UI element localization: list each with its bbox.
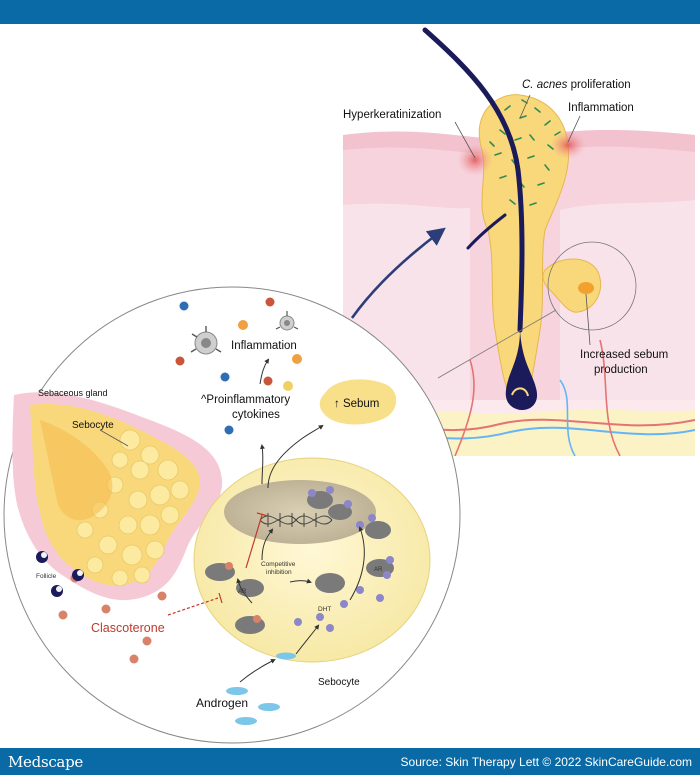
cytoplasmic-receptors — [205, 521, 394, 634]
cell-inflammation-label: Inflammation — [231, 340, 297, 352]
sebum-label: ↑ Sebum — [334, 398, 379, 410]
sebocyte-bottom-label: Sebocyte — [318, 677, 360, 688]
androgen-molecules — [226, 687, 280, 725]
effect-arrow — [350, 227, 446, 319]
gland-zoom-circle — [547, 241, 637, 331]
sebaceous-gland-label: Sebaceous gland — [38, 388, 108, 398]
ar1-label: AR — [238, 589, 247, 595]
c-acnes-label: C. acnes proliferation — [522, 79, 631, 91]
competitive-inhibition-label-1: Competitive — [261, 561, 296, 568]
sebum-blob — [319, 379, 397, 425]
c-acnes-bacteria — [489, 99, 561, 206]
sebaceous-gland — [12, 392, 223, 601]
acne-pathogenesis-diagram: C. acnes proliferation Inflammation Hype… — [3, 27, 695, 744]
nucleus — [224, 480, 376, 544]
follicle — [422, 27, 602, 411]
dht-molecules — [294, 514, 394, 632]
sebocyte-top-label: Sebocyte — [72, 420, 114, 431]
immune-cells — [190, 311, 299, 355]
increased-sebum-label-line1: Increased sebum — [580, 349, 668, 361]
androgen-label: Androgen — [196, 696, 248, 710]
clascoterone-inhibition — [167, 512, 269, 616]
medscape-logo: Medscape — [8, 752, 83, 771]
dna-helix-icon — [259, 513, 333, 527]
competitive-inhibition-label-2: inhibition — [266, 569, 292, 576]
increased-sebum-label-line2: production — [594, 364, 648, 376]
ar2-label: AR — [374, 567, 383, 573]
follicle-inflammation-label: Inflammation — [568, 102, 634, 114]
top-banner — [0, 0, 700, 24]
clascoterone-bound — [225, 562, 261, 623]
follicle-legend-label: Follicle — [36, 573, 57, 580]
dht-label: DHT — [318, 606, 331, 613]
sebocyte-zoom-panel: Sebaceous gland Sebocyte — [3, 286, 461, 744]
bottom-banner: Medscape Source: Skin Therapy Lett © 202… — [0, 748, 700, 775]
hyperkeratinization-label: Hyperkeratinization — [343, 109, 441, 121]
nuclear-receptors — [307, 486, 352, 520]
cytokines-label-line1: ^Proinflammatory — [201, 394, 290, 406]
source-credit: Source: Skin Therapy Lett © 2022 SkinCar… — [400, 754, 692, 769]
clascoterone-label: Clascoterone — [91, 621, 165, 635]
zoom-connector-line — [437, 309, 557, 379]
pathway-arrows — [236, 424, 365, 683]
follicle-pointer-lines — [454, 94, 591, 346]
follicle-legend-icons — [36, 551, 84, 597]
cytokine-dots — [175, 297, 302, 435]
cytokines-label-line2: cytokines — [232, 409, 280, 421]
